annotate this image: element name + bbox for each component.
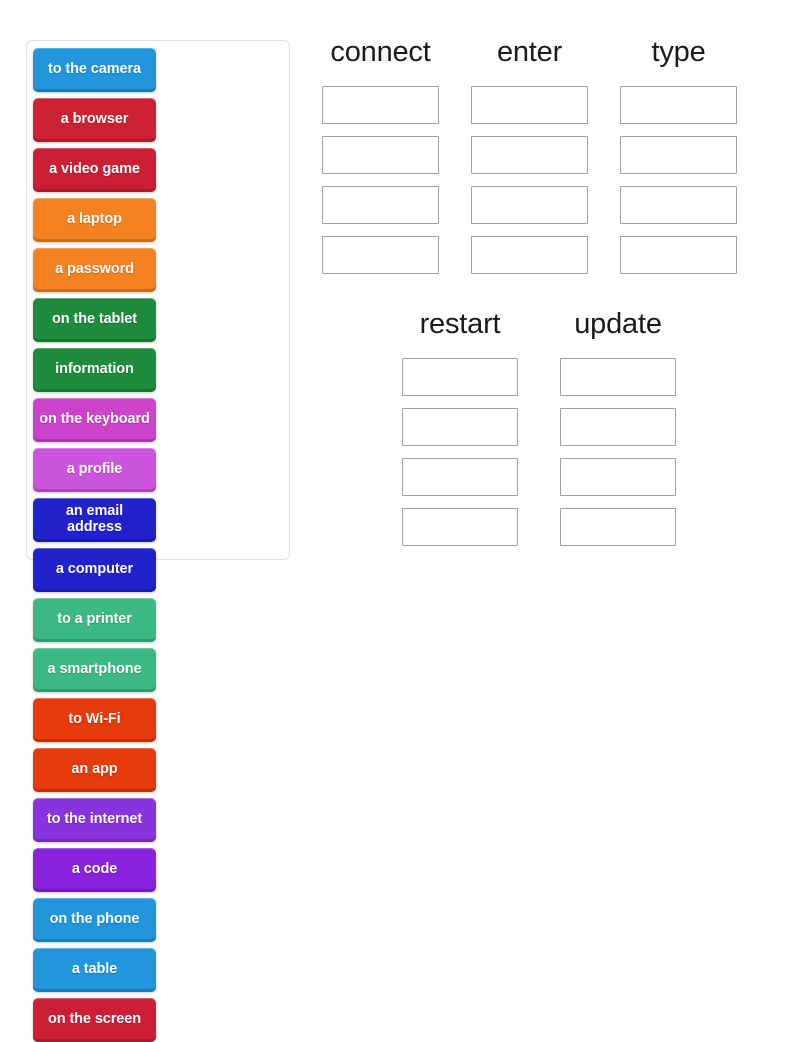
zone-heading: restart bbox=[419, 308, 501, 340]
drop-slot[interactable] bbox=[322, 236, 439, 274]
word-tile[interactable]: an email address bbox=[33, 498, 156, 542]
word-tile-label: to the internet bbox=[46, 811, 143, 828]
word-tile-label: on the keyboard bbox=[39, 411, 150, 428]
word-tile-label: a table bbox=[71, 961, 118, 978]
word-tile[interactable]: a code bbox=[33, 848, 156, 892]
drop-list bbox=[402, 358, 518, 546]
word-tile-label: to Wi-Fi bbox=[68, 711, 121, 728]
tile-grid: to the camera a browser a video game a lapt… bbox=[33, 48, 283, 1042]
zone-group-bottom: restart update bbox=[402, 310, 676, 546]
word-tile[interactable]: on the keyboard bbox=[33, 398, 156, 442]
drop-slot[interactable] bbox=[471, 86, 588, 124]
drop-slot[interactable] bbox=[322, 86, 439, 124]
drop-slot[interactable] bbox=[322, 136, 439, 174]
drop-list bbox=[620, 86, 737, 274]
word-tile[interactable]: an app bbox=[33, 748, 156, 792]
drop-slot[interactable] bbox=[620, 186, 737, 224]
word-tile-label: a laptop bbox=[67, 211, 122, 228]
word-tile-label: a profile bbox=[66, 461, 123, 478]
tile-panel: to the camera a browser a video game a lapt… bbox=[26, 40, 290, 1042]
word-tile[interactable]: to the internet bbox=[33, 798, 156, 842]
drop-list bbox=[560, 358, 676, 546]
word-tile[interactable]: a computer bbox=[33, 548, 156, 592]
zone-heading: enter bbox=[496, 36, 563, 68]
word-tile-label: a password bbox=[55, 261, 134, 278]
zone-column: type bbox=[620, 38, 737, 274]
zone-heading: type bbox=[651, 36, 706, 68]
zone-group-top: connect enter type bbox=[322, 38, 737, 274]
drop-slot[interactable] bbox=[402, 508, 518, 546]
drop-list bbox=[471, 86, 588, 274]
drop-list bbox=[322, 86, 439, 274]
drop-slot[interactable] bbox=[402, 408, 518, 446]
drop-slot[interactable] bbox=[560, 458, 676, 496]
drop-slot[interactable] bbox=[560, 408, 676, 446]
word-tile[interactable]: on the phone bbox=[33, 898, 156, 942]
drop-slot[interactable] bbox=[402, 458, 518, 496]
zone-column: connect bbox=[322, 38, 439, 274]
zone-heading: update bbox=[574, 308, 662, 340]
word-tile[interactable]: a table bbox=[33, 948, 156, 992]
word-tile[interactable]: information bbox=[33, 348, 156, 392]
zone-column: restart bbox=[402, 310, 518, 546]
word-tile-label: to the camera bbox=[48, 61, 141, 78]
word-tile-label: on the screen bbox=[48, 1011, 141, 1028]
word-tile[interactable]: to a printer bbox=[33, 598, 156, 642]
word-tile-label: a browser bbox=[60, 111, 129, 128]
word-tile[interactable]: a smartphone bbox=[33, 648, 156, 692]
zone-heading: connect bbox=[330, 36, 431, 68]
word-tile-label: a computer bbox=[55, 561, 134, 578]
drop-slot[interactable] bbox=[560, 358, 676, 396]
drop-slot[interactable] bbox=[560, 508, 676, 546]
word-tile-label: a video game bbox=[49, 161, 140, 178]
word-tile-label: on the tablet bbox=[52, 311, 137, 328]
word-tile[interactable]: to the camera bbox=[33, 48, 156, 92]
word-tile[interactable]: on the tablet bbox=[33, 298, 156, 342]
zone-column: enter bbox=[471, 38, 588, 274]
drop-slot[interactable] bbox=[322, 186, 439, 224]
word-tile-label: to a printer bbox=[57, 611, 132, 628]
zone-column: update bbox=[560, 310, 676, 546]
drop-slot[interactable] bbox=[471, 136, 588, 174]
word-tile-label: on the phone bbox=[49, 911, 140, 928]
drop-slot[interactable] bbox=[620, 136, 737, 174]
word-tile[interactable]: a browser bbox=[33, 98, 156, 142]
word-tile[interactable]: to Wi-Fi bbox=[33, 698, 156, 742]
word-tile[interactable]: a profile bbox=[33, 448, 156, 492]
word-tile-label: a smartphone bbox=[47, 661, 142, 678]
drop-slot[interactable] bbox=[620, 86, 737, 124]
word-tile[interactable]: a password bbox=[33, 248, 156, 292]
word-tile-label: an email address bbox=[65, 503, 124, 535]
word-tile-label: an app bbox=[71, 761, 118, 778]
drop-slot[interactable] bbox=[402, 358, 518, 396]
word-tile-label: information bbox=[55, 361, 134, 378]
word-tile[interactable]: a laptop bbox=[33, 198, 156, 242]
word-tile[interactable]: a video game bbox=[33, 148, 156, 192]
word-tile-label: a code bbox=[71, 861, 118, 878]
word-tile[interactable]: on the screen bbox=[33, 998, 156, 1042]
drop-slot[interactable] bbox=[471, 236, 588, 274]
drop-slot[interactable] bbox=[471, 186, 588, 224]
drop-slot[interactable] bbox=[620, 236, 737, 274]
